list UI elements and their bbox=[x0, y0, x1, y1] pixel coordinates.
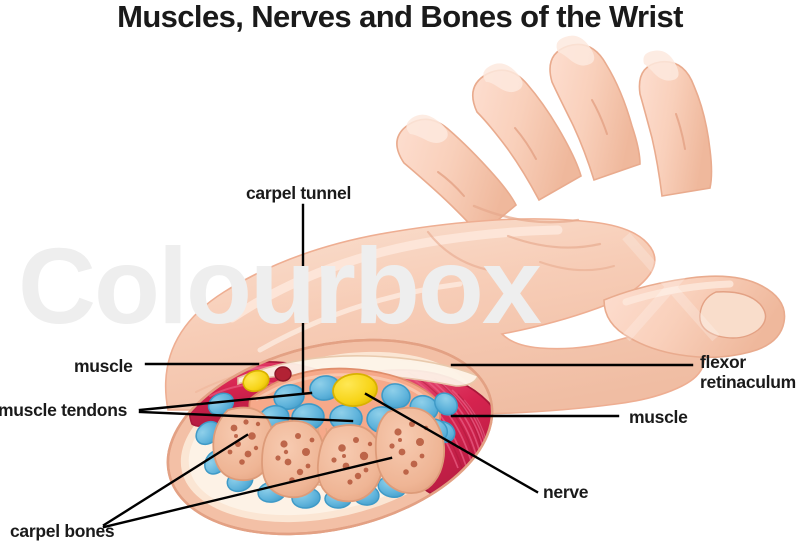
label-muscle-right: muscle bbox=[629, 407, 688, 427]
section-outline bbox=[166, 338, 494, 536]
carpal-bone-1 bbox=[212, 406, 275, 482]
label-muscle-tendons: muscle tendons bbox=[0, 400, 128, 420]
finger-ring bbox=[549, 35, 641, 182]
leader-nerve bbox=[364, 392, 539, 494]
label-carpel-bones: carpel bones bbox=[10, 521, 115, 541]
label-carpel-tunnel: carpel tunnel bbox=[246, 183, 352, 203]
label-muscle-left: muscle bbox=[74, 356, 133, 376]
leader-carpel-bones-b bbox=[102, 456, 393, 529]
leader-carpel-bones-a bbox=[102, 433, 249, 527]
label-flexor-line1: flexor bbox=[700, 352, 746, 372]
finger-index bbox=[396, 114, 517, 237]
leader-lines bbox=[102, 203, 694, 529]
thumb bbox=[603, 275, 786, 359]
nerve-small bbox=[242, 369, 270, 393]
finger-little bbox=[638, 50, 713, 197]
hand-illustration bbox=[164, 35, 786, 416]
label-nerve: nerve bbox=[543, 482, 589, 502]
carpal-bone-3 bbox=[316, 424, 384, 503]
watermark-mark bbox=[622, 232, 720, 342]
median-nerve bbox=[332, 373, 378, 407]
vessel-upper bbox=[274, 366, 292, 382]
leader-muscle-tendons-a bbox=[138, 391, 313, 412]
leader-muscle-tendons-b bbox=[138, 410, 354, 423]
page-title: Muscles, Nerves and Bones of the Wrist bbox=[117, 0, 683, 34]
label-flexor-line2: retinaculum bbox=[700, 372, 796, 392]
finger-middle bbox=[471, 63, 582, 202]
